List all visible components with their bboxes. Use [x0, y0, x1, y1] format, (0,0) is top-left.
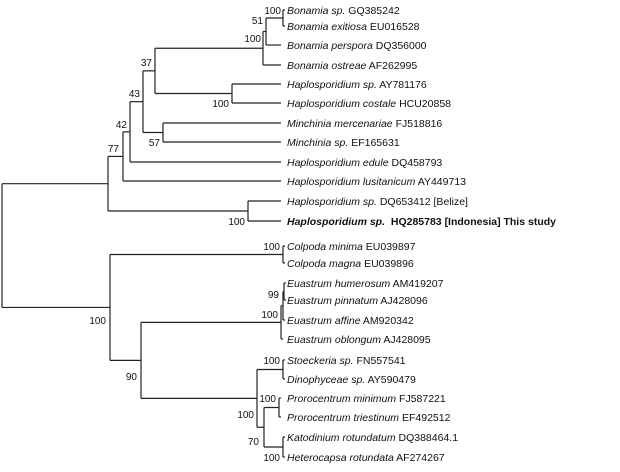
bootstrap-value: 100	[228, 217, 245, 228]
bootstrap-value: 57	[149, 138, 161, 149]
species-name: Euastrum oblongum	[287, 334, 381, 346]
taxon-label: Euastrum pinnatum AJ428096	[287, 295, 428, 307]
bootstrap-value: 77	[108, 144, 120, 155]
taxon-label: Stoeckeria sp. FN557541	[287, 355, 406, 367]
bootstrap-value: 99	[268, 290, 280, 301]
accession-number: AY781176	[379, 79, 427, 91]
taxon-label: Bonamia ostreae AF262995	[287, 60, 417, 72]
species-name: Colpoda minima	[287, 241, 363, 253]
species-name: Bonamia sp.	[287, 5, 345, 17]
species-name: Euastrum affine	[287, 315, 361, 327]
taxon-label: Haplosporidium lusitanicum AY449713	[287, 176, 466, 188]
species-name: Prorocentrum triestinum	[287, 412, 399, 424]
bootstrap-value: 90	[126, 372, 138, 383]
taxon-label: Minchinia mercenariae FJ518816	[287, 118, 442, 130]
species-name: Haplosporidium lusitanicum	[287, 176, 416, 188]
accession-number: AJ428095	[383, 334, 430, 346]
accession-number: EU039896	[364, 258, 414, 270]
species-name: Haplosporidium edule	[287, 157, 389, 169]
accession-number: EU039897	[366, 241, 416, 253]
bootstrap-value: 100	[244, 34, 261, 45]
bootstrap-value: 42	[116, 120, 128, 131]
species-name: Prorocentrum minimum	[287, 393, 396, 405]
accession-number: HCU20858	[399, 98, 451, 110]
accession-number: AF274267	[396, 452, 445, 464]
bootstrap-value: 100	[263, 356, 280, 367]
taxon-label: Bonamia exitiosa EU016528	[287, 21, 420, 33]
species-name: Colpoda magna	[287, 258, 361, 270]
taxon-label: Colpoda magna EU039896	[287, 258, 414, 270]
species-name: Haplosporidium sp.	[287, 79, 377, 91]
bootstrap-value: 70	[248, 437, 260, 448]
bootstrap-value: 100	[259, 394, 276, 405]
accession-number: FJ587221	[399, 393, 446, 405]
species-name: Haplosporidium sp.	[287, 216, 385, 228]
species-name: Haplosporidium costale	[287, 98, 396, 110]
accession-number: AY449713	[418, 176, 466, 188]
bootstrap-value: 100	[237, 410, 254, 421]
taxon-label: Prorocentrum minimum FJ587221	[287, 393, 446, 405]
taxon-label: Prorocentrum triestinum EF492512	[287, 412, 451, 424]
accession-number: AM419207	[393, 278, 444, 290]
accession-number: EF165631	[351, 137, 400, 149]
species-name: Minchinia mercenariae	[287, 118, 393, 130]
species-name: Bonamia ostreae	[287, 60, 367, 72]
species-name: Dinophyceae sp.	[287, 374, 365, 386]
species-name: Minchinia sp.	[287, 137, 348, 149]
accession-number: DQ356000	[376, 40, 427, 52]
bootstrap-value: 100	[263, 453, 280, 464]
accession-number: EU016528	[370, 21, 420, 33]
bootstrap-value: 100	[89, 316, 106, 327]
taxon-label: Bonamia perspora DQ356000	[287, 40, 427, 52]
species-name: Bonamia perspora	[287, 40, 373, 52]
species-name: Katodinium rotundatum	[287, 432, 396, 444]
bootstrap-value: 37	[141, 58, 153, 69]
accession-number: AF262995	[369, 60, 418, 72]
bootstrap-value: 100	[261, 310, 278, 321]
bootstrap-value: 100	[264, 6, 281, 17]
accession-number: EF492512	[402, 412, 451, 424]
accession-number: AY590479	[368, 374, 416, 386]
bootstrap-value: 100	[263, 242, 280, 253]
taxon-label: Bonamia sp. GQ385242	[287, 5, 400, 17]
species-name: Stoeckeria sp.	[287, 355, 354, 367]
accession-number: DQ653412 [Belize]	[380, 196, 468, 208]
species-name: Euastrum pinnatum	[287, 295, 378, 307]
accession-number: AJ428096	[380, 295, 427, 307]
species-name: Euastrum humerosum	[287, 278, 391, 290]
taxon-label: Heterocapsa rotundata AF274267	[287, 452, 445, 464]
accession-number: FN557541	[356, 355, 405, 367]
accession-number: HQ285783 [Indonesia] This study	[391, 216, 556, 228]
species-name: Bonamia exitiosa	[287, 21, 367, 33]
taxon-label: Katodinium rotundatum DQ388464.1	[287, 432, 458, 444]
species-name: Heterocapsa rotundata	[287, 452, 394, 464]
taxon-label: Colpoda minima EU039897	[287, 241, 416, 253]
taxon-label: Minchinia sp. EF165631	[287, 137, 400, 149]
accession-number: AM920342	[363, 315, 414, 327]
taxon-label: Haplosporidium sp. HQ285783 [Indonesia] …	[287, 216, 556, 228]
bootstrap-value: 51	[252, 16, 264, 27]
bootstrap-value: 43	[129, 89, 141, 100]
taxon-label: Haplosporidium sp. DQ653412 [Belize]	[287, 196, 468, 208]
accession-number: FJ518816	[396, 118, 443, 130]
taxon-label: Haplosporidium costale HCU20858	[287, 98, 451, 110]
accession-number: DQ458793	[391, 157, 442, 169]
accession-number: GQ385242	[348, 5, 400, 17]
taxon-label: Euastrum oblongum AJ428095	[287, 334, 431, 346]
species-name: Haplosporidium sp.	[287, 196, 377, 208]
taxon-label: Dinophyceae sp. AY590479	[287, 374, 416, 386]
bootstrap-value: 100	[212, 99, 229, 110]
taxon-label: Euastrum affine AM920342	[287, 315, 414, 327]
accession-number: DQ388464.1	[399, 432, 459, 444]
taxon-label: Euastrum humerosum AM419207	[287, 278, 444, 290]
taxon-label: Haplosporidium sp. AY781176	[287, 79, 427, 91]
taxon-label: Haplosporidium edule DQ458793	[287, 157, 442, 169]
